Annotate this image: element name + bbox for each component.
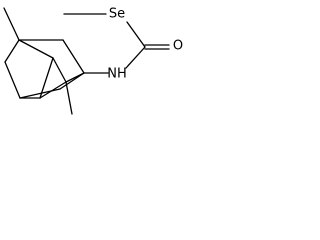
cage-bond-11 [19,88,61,99]
cage-bond-12 [59,72,85,90]
cage-bond-10 [52,57,67,83]
methyl-bond-bottom [65,81,73,115]
n-c-bond [125,46,146,69]
cage-bond-4 [62,39,85,74]
cage-bond-9 [39,57,54,99]
molecule-canvas: Se O NH [0,0,192,119]
c-se-bond [126,21,146,48]
selenium-label: Se [109,7,125,22]
cage-bond-1 [4,39,20,63]
structure-diagram: Se O NH [3,7,183,115]
cage-bond-2 [18,39,54,59]
methyl-bond-top [3,7,20,41]
amine-label: NH [107,67,127,82]
cage-bond-5 [4,61,21,99]
oxygen-label: O [173,39,183,54]
